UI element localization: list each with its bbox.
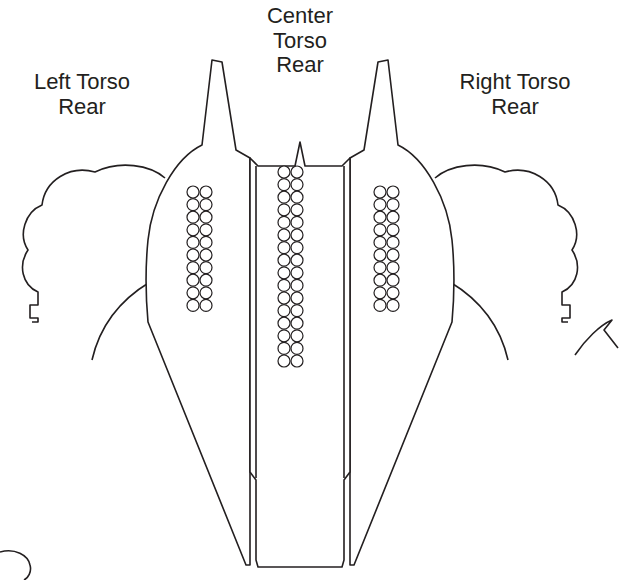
armor-pip [291,166,303,178]
armor-pip [374,299,386,311]
armor-pip [291,216,303,228]
armor-pip [387,236,399,248]
armor-pip [291,342,303,354]
armor-pip [291,191,303,203]
armor-pip [387,211,399,223]
armor-pip [291,242,303,254]
armor-pip [187,262,199,274]
armor-pip [187,211,199,223]
armor-pip [200,287,212,299]
armor-pip [200,199,212,211]
armor-pip [278,342,290,354]
armor-pip [374,199,386,211]
armor-pip [387,287,399,299]
armor-pip [374,224,386,236]
armor-pip [278,279,290,291]
armor-pip [387,224,399,236]
armor-pip [374,249,386,261]
right-arm-edge [575,320,618,355]
armor-pip [200,249,212,261]
part-label: Center Torso Rear [254,4,346,78]
armor-pip [200,262,212,274]
armor-pip [387,299,399,311]
armor-pip [374,211,386,223]
armor-pip [278,355,290,367]
armor-pip [374,236,386,248]
armor-pip [200,236,212,248]
part-label: Left Torso Rear [20,70,145,119]
armor-pip [278,305,290,317]
armor-pip [387,249,399,261]
armor-pip [374,287,386,299]
armor-pip [291,330,303,342]
armor-pip-group [187,166,399,367]
center-torso-inner-edge [343,166,345,478]
left-shoulder-lower [92,282,150,360]
armor-pip [200,299,212,311]
right-shoulder-outline [435,165,577,322]
armor-pip [291,305,303,317]
armor-pip [278,254,290,266]
armor-pip [187,274,199,286]
right-torso-outline [350,60,454,565]
armor-pip [387,262,399,274]
armor-pip [278,267,290,279]
armor-pip [187,299,199,311]
center-torso-outline [250,142,350,567]
armor-pip [291,279,303,291]
left-torso-outline [146,60,250,565]
armor-pip [187,186,199,198]
armor-pip [278,330,290,342]
center-torso-inner-edge [255,166,257,478]
left-shoulder-outline [23,165,165,322]
armor-pip [374,262,386,274]
part-label: Right Torso Rear [448,70,583,119]
armor-pip [291,229,303,241]
armor-pip [374,274,386,286]
armor-pip [387,274,399,286]
armor-pip [387,186,399,198]
armor-pip [278,166,290,178]
armor-pip [374,186,386,198]
armor-pip [291,355,303,367]
armor-pip [278,191,290,203]
armor-pip [291,267,303,279]
armor-pip [278,179,290,191]
armor-pip [278,242,290,254]
armor-pip [291,254,303,266]
armor-pip [278,229,290,241]
armor-pip [291,204,303,216]
right-shoulder-lower [450,282,508,360]
armor-pip [200,211,212,223]
armor-pip [200,224,212,236]
armor-pip [187,236,199,248]
armor-pip [387,199,399,211]
armor-pip [291,179,303,191]
armor-pip [187,224,199,236]
armor-pip [278,292,290,304]
armor-pip [200,186,212,198]
armor-pip [291,292,303,304]
armor-pip [187,199,199,211]
armor-pip [291,317,303,329]
armor-pip [187,249,199,261]
armor-pip [278,204,290,216]
armor-pip [187,287,199,299]
armor-pip [278,317,290,329]
armor-pip [278,216,290,228]
armor-pip [200,274,212,286]
leg-fragment [0,551,31,580]
